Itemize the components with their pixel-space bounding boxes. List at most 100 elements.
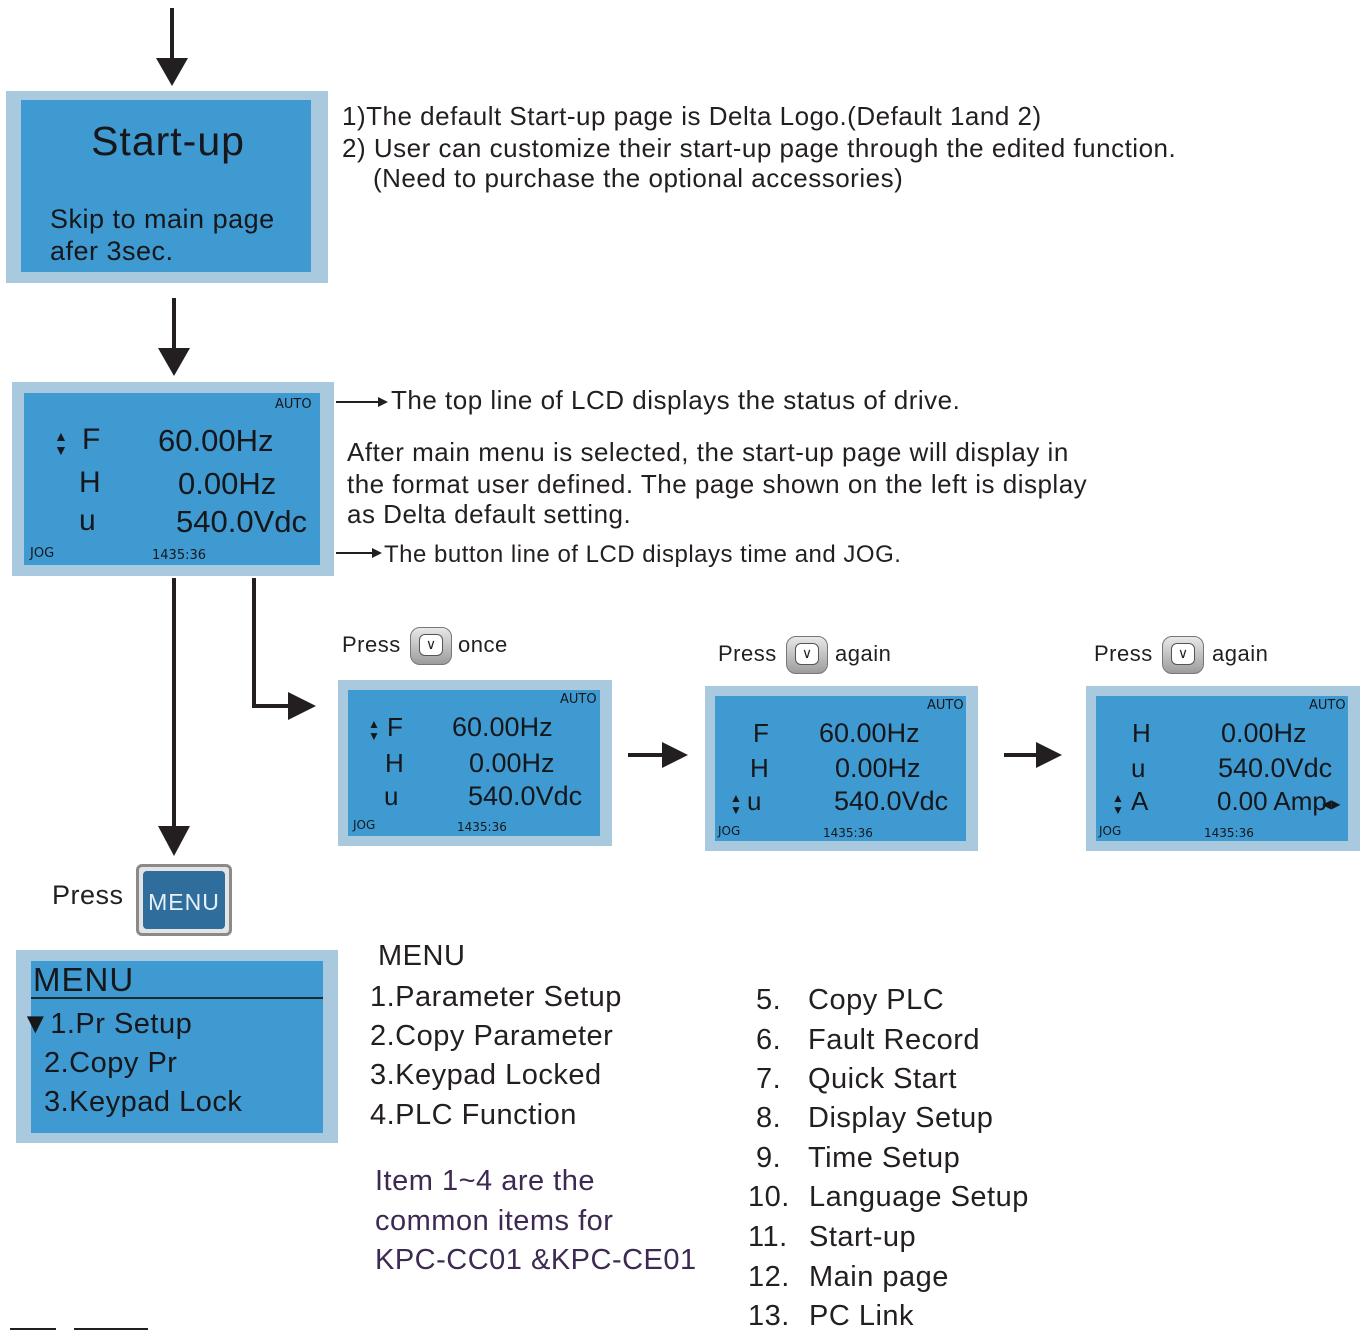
menu-screen-divider bbox=[31, 997, 323, 999]
arrowhead-screen2-to-screen3 bbox=[1036, 742, 1062, 768]
note-bottom-line: The button line of LCD displays time and… bbox=[384, 541, 902, 568]
lcd-screen-step3: AUTO H 0.00Hz u 540.0Vdc ▲▼ A 0.00 Amp ◀… bbox=[1086, 686, 1360, 851]
status-auto: AUTO bbox=[927, 698, 964, 713]
startup-title: Start-up bbox=[91, 118, 245, 164]
startup-note-1: 1)The default Start-up page is Delta Log… bbox=[342, 101, 1042, 131]
row-value: 540.0Vdc bbox=[176, 504, 307, 539]
left-right-arrow-icon: ◀▶ bbox=[1322, 797, 1341, 811]
startup-line1: Skip to main page bbox=[50, 204, 275, 234]
press-label: Press bbox=[342, 632, 401, 657]
arrowhead-screen1-to-screen2 bbox=[662, 742, 688, 768]
row-arrow-icon: ▲▼ bbox=[1112, 791, 1124, 817]
time-label: 1435:36 bbox=[1204, 826, 1254, 840]
menu-list-number: 11. bbox=[748, 1221, 788, 1253]
main-lcd-screen: AUTO ▲▼ F 60.00Hz H 0.00Hz u 540.0Vdc JO… bbox=[12, 382, 334, 576]
menu-list-number: 10. bbox=[748, 1181, 790, 1213]
menu-list-item: Start-up bbox=[809, 1221, 917, 1253]
menu-list-note: KPC-CC01 &KPC-CE01 bbox=[375, 1244, 697, 1276]
row-label: F bbox=[753, 718, 769, 748]
row-arrow-icon: ▲▼ bbox=[54, 428, 68, 458]
row-label: H bbox=[79, 466, 101, 499]
row-value: 60.00Hz bbox=[819, 718, 920, 748]
arrowhead-startup-to-main bbox=[158, 348, 190, 376]
menu-list-number: 7. bbox=[756, 1063, 782, 1095]
arrowhead-main-to-screens bbox=[288, 692, 316, 720]
jog-label: JOG bbox=[1099, 824, 1122, 838]
menu-screen-title: MENU bbox=[33, 961, 135, 998]
menu-key-label: MENU bbox=[143, 871, 225, 929]
status-auto: AUTO bbox=[560, 692, 597, 707]
status-auto: AUTO bbox=[1309, 698, 1346, 713]
menu-screen-item: ▼1.Pr Setup bbox=[21, 1008, 193, 1040]
menu-list-item: 1.Parameter Setup bbox=[370, 981, 622, 1013]
row-label: u bbox=[747, 786, 762, 816]
pointer-bottom-line-head bbox=[372, 548, 382, 558]
menu-list-number: 9. bbox=[756, 1142, 782, 1174]
row-label: F bbox=[82, 423, 101, 456]
row-label: A bbox=[1131, 786, 1149, 816]
row-label: F bbox=[387, 712, 403, 742]
menu-screen-item: 2.Copy Pr bbox=[44, 1047, 178, 1079]
row-label: H bbox=[750, 753, 769, 783]
menu-list-item: Time Setup bbox=[808, 1142, 961, 1174]
jog-label: JOG bbox=[353, 818, 376, 832]
row-arrow-icon: ▲▼ bbox=[730, 791, 742, 817]
menu-list-item: Language Setup bbox=[809, 1181, 1029, 1213]
menu-list-number: 12. bbox=[748, 1261, 790, 1293]
press-after-label: again bbox=[835, 641, 892, 666]
jog-label: JOG bbox=[30, 546, 55, 561]
time-label: 1435:36 bbox=[823, 826, 873, 840]
menu-list-number: 5. bbox=[756, 984, 782, 1016]
menu-list-item: Quick Start bbox=[808, 1063, 957, 1095]
row-label: H bbox=[385, 748, 404, 778]
row-value: 60.00Hz bbox=[452, 712, 553, 742]
down-arrow-key-icon[interactable]: ∨ bbox=[410, 627, 452, 665]
lcd-screen-step2: AUTO F 60.00Hz H 0.00Hz ▲▼ u 540.0Vdc JO… bbox=[705, 686, 978, 851]
row-value: 540.0Vdc bbox=[1218, 753, 1333, 783]
note-paragraph-3: as Delta default setting. bbox=[347, 499, 632, 529]
row-value: 60.00Hz bbox=[158, 423, 274, 458]
menu-key-button[interactable]: MENU bbox=[136, 864, 232, 936]
time-label: 1435:36 bbox=[152, 548, 207, 563]
row-value: 540.0Vdc bbox=[834, 786, 949, 816]
note-paragraph-1: After main menu is selected, the start-u… bbox=[347, 437, 1069, 467]
elbow-main-to-screens bbox=[252, 578, 292, 708]
note-paragraph-2: the format user defined. The page shown … bbox=[347, 469, 1088, 499]
press-label: Press bbox=[718, 641, 777, 666]
row-label: u bbox=[79, 504, 96, 537]
menu-list-item: Copy PLC bbox=[808, 984, 945, 1016]
row-value: 540.0Vdc bbox=[468, 781, 583, 811]
menu-list-number: 13. bbox=[748, 1300, 790, 1332]
menu-list-heading: MENU bbox=[378, 940, 466, 972]
menu-list-item: PC Link bbox=[809, 1300, 915, 1332]
menu-screen-item: 3.Keypad Lock bbox=[44, 1086, 243, 1118]
note-top-line: The top line of LCD displays the status … bbox=[391, 385, 961, 415]
menu-list-item: Main page bbox=[809, 1261, 949, 1293]
time-label: 1435:36 bbox=[457, 820, 507, 834]
down-arrow-key-icon[interactable]: ∨ bbox=[786, 636, 828, 674]
menu-list-number: 8. bbox=[756, 1102, 782, 1134]
menu-list-number: 6. bbox=[756, 1024, 782, 1056]
startup-screen: Start-up Skip to main page afer 3sec. bbox=[6, 91, 328, 283]
row-label: u bbox=[384, 781, 399, 811]
press-after-label: once bbox=[458, 632, 508, 657]
status-auto: AUTO bbox=[275, 397, 312, 412]
row-label: u bbox=[1131, 753, 1146, 783]
row-label: H bbox=[1132, 718, 1151, 748]
down-arrow-key-icon[interactable]: ∨ bbox=[1162, 636, 1204, 674]
jog-label: JOG bbox=[718, 824, 741, 838]
row-value: 0.00 Amp bbox=[1217, 786, 1327, 816]
startup-note-3: (Need to purchase the optional accessori… bbox=[373, 163, 904, 193]
pointer-top-line-head bbox=[378, 397, 388, 407]
menu-press-label: Press bbox=[52, 880, 124, 910]
row-value: 0.00Hz bbox=[178, 466, 277, 501]
press-label: Press bbox=[1094, 641, 1153, 666]
arrowhead-into-startup bbox=[156, 58, 188, 86]
row-value: 0.00Hz bbox=[469, 748, 555, 778]
arrowhead-main-to-menu bbox=[158, 826, 190, 856]
startup-line2: afer 3sec. bbox=[50, 236, 174, 266]
row-value: 0.00Hz bbox=[835, 753, 921, 783]
menu-list-item: 3.Keypad Locked bbox=[370, 1059, 602, 1091]
lcd-screen-step1: AUTO ▲▼ F 60.00Hz H 0.00Hz u 540.0Vdc JO… bbox=[338, 680, 612, 846]
